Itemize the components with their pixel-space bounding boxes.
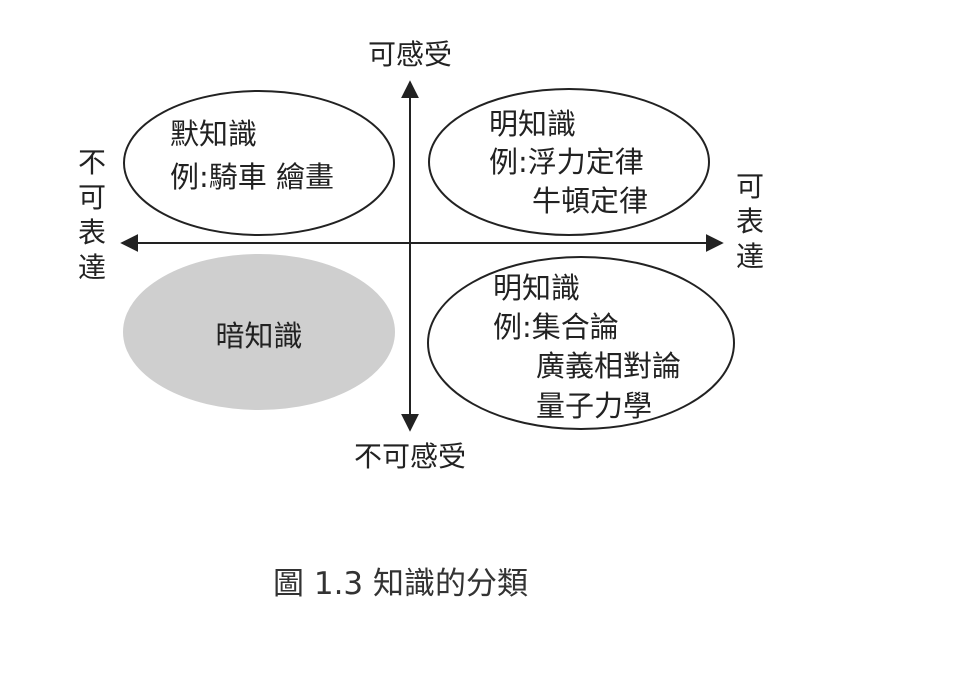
explicit-knowledge-top-example: 例:浮力定律 — [489, 145, 644, 179]
axis-label-right-char: 可 — [736, 170, 764, 203]
axis-label-right-char: 表 — [736, 205, 764, 238]
dark-knowledge-ellipse — [123, 254, 395, 410]
explicit-knowledge-top-example: 牛頓定律 — [532, 184, 648, 218]
explicit-knowledge-bottom-title: 明知識 — [493, 271, 580, 305]
explicit-knowledge-bottom-example: 量子力學 — [536, 389, 652, 423]
axis-label-bottom: 不可感受 — [354, 440, 466, 473]
explicit-knowledge-ellipse-top — [428, 88, 710, 236]
axis-label-left-char: 可 — [78, 181, 106, 214]
axis-label-top: 可感受 — [368, 38, 452, 71]
axis-label-left-char: 達 — [78, 251, 106, 284]
explicit-knowledge-bottom-example: 例:集合論 — [493, 310, 619, 344]
axis-label-right-char: 達 — [736, 240, 764, 273]
explicit-knowledge-bottom-example: 廣義相對論 — [536, 349, 681, 383]
axis-label-left-char: 表 — [78, 216, 106, 249]
tacit-knowledge-example: 例:騎車 繪畫 — [170, 160, 334, 194]
axis-label-left-char: 不 — [78, 146, 106, 179]
tacit-knowledge-title: 默知識 — [170, 117, 257, 151]
explicit-knowledge-top-title: 明知識 — [489, 107, 576, 141]
dark-knowledge-title: 暗知識 — [215, 319, 302, 353]
tacit-knowledge-ellipse — [123, 90, 395, 236]
figure-caption: 圖 1.3 知識的分類 — [273, 566, 529, 602]
explicit-knowledge-ellipse-bottom — [427, 256, 735, 430]
